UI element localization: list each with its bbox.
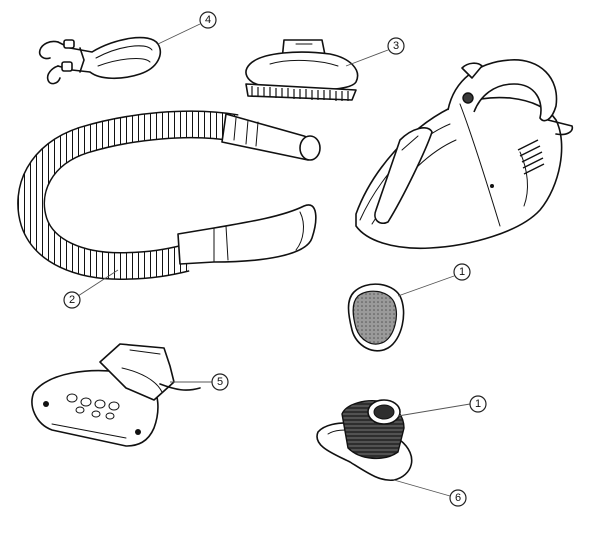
callout-4: 4	[199, 11, 217, 29]
callout-1b: 1	[469, 395, 487, 413]
callout-label: 1	[459, 266, 465, 278]
filter-disc-icon	[347, 283, 405, 352]
cylinder-filter-icon	[341, 399, 405, 459]
callout-5: 5	[211, 373, 229, 391]
callout-label: 5	[217, 376, 223, 388]
callout-3: 3	[387, 37, 405, 55]
callout-label: 3	[393, 40, 399, 52]
callout-2: 2	[63, 291, 81, 309]
callout-label: 2	[69, 294, 75, 306]
callout-6: 6	[449, 489, 467, 507]
callout-label: 6	[455, 492, 461, 504]
flexible-hose-icon	[17, 110, 321, 281]
callout-1a: 1	[453, 263, 471, 281]
shoulder-strap-icon	[38, 36, 162, 85]
callout-label: 1	[475, 398, 481, 410]
brush-nozzle-icon	[245, 39, 359, 101]
turbo-brush-icon	[31, 343, 201, 447]
handheld-vacuum-icon	[355, 59, 574, 250]
callout-label: 4	[205, 14, 211, 26]
